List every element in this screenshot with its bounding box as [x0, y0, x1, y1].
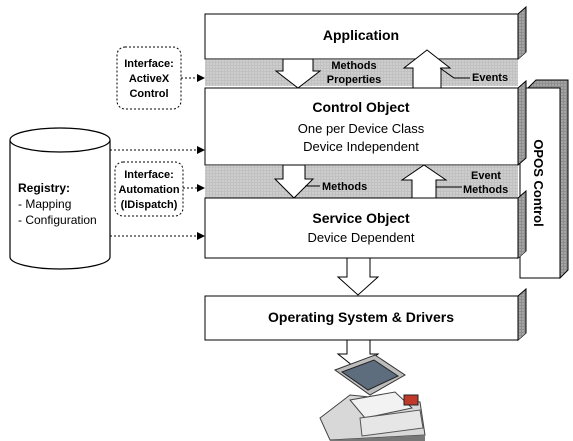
application-box: Application — [204, 5, 527, 61]
events-arrow — [402, 49, 452, 89]
control-object-title: Control Object — [312, 99, 410, 115]
interface-activex-line1: Interface: — [124, 58, 174, 70]
control-object-line2: Device Independent — [303, 139, 419, 154]
connector-arrowheads — [197, 74, 205, 240]
event-methods-label: Methods — [463, 184, 508, 196]
methods-properties-arrow — [274, 58, 322, 89]
registry-item-configuration: - Configuration — [18, 213, 97, 227]
service-to-control-arrow — [400, 164, 448, 199]
interface-automation-line1: Interface: — [124, 169, 174, 181]
opos-control-panel: OPOS Control — [519, 79, 569, 280]
interface-activex-line3: Control — [129, 88, 168, 100]
events-pointer — [439, 67, 470, 79]
pos-terminal-icon — [319, 354, 426, 441]
opos-control-label: OPOS Control — [531, 139, 546, 226]
interface-automation-line2: Automation — [118, 184, 179, 196]
properties-label: Properties — [327, 74, 381, 86]
event-label: Event — [471, 170, 501, 182]
methods-down-label: Methods — [322, 181, 367, 193]
dashed-connectors — [110, 77, 198, 237]
registry-title: Registry: — [18, 181, 70, 195]
service-object-line1: Device Dependent — [308, 230, 415, 245]
interface-activex-line2: ActiveX — [129, 73, 170, 85]
registry-item-mapping: - Mapping — [18, 197, 71, 211]
application-label: Application — [323, 27, 399, 43]
control-object-line1: One per Device Class — [298, 121, 425, 136]
interface-automation-line3: (IDispatch) — [121, 199, 178, 211]
service-to-os-arrow — [336, 257, 380, 296]
registry-cylinder: Registry: - Mapping - Configuration — [9, 127, 111, 270]
service-object-box: Service Object Device Dependent — [204, 189, 527, 260]
control-to-service-arrow — [273, 164, 315, 199]
methods-label: Methods — [331, 60, 376, 72]
service-object-title: Service Object — [312, 210, 410, 226]
interface-activex-box: Interface: ActiveX Control — [116, 46, 182, 110]
interface-automation-box: Interface: Automation (IDispatch) — [114, 161, 184, 217]
os-drivers-label: Operating System & Drivers — [268, 309, 454, 325]
os-drivers-box: Operating System & Drivers — [204, 287, 527, 342]
control-object-box: Control Object One per Device Class Devi… — [204, 79, 527, 167]
events-label: Events — [472, 72, 508, 84]
